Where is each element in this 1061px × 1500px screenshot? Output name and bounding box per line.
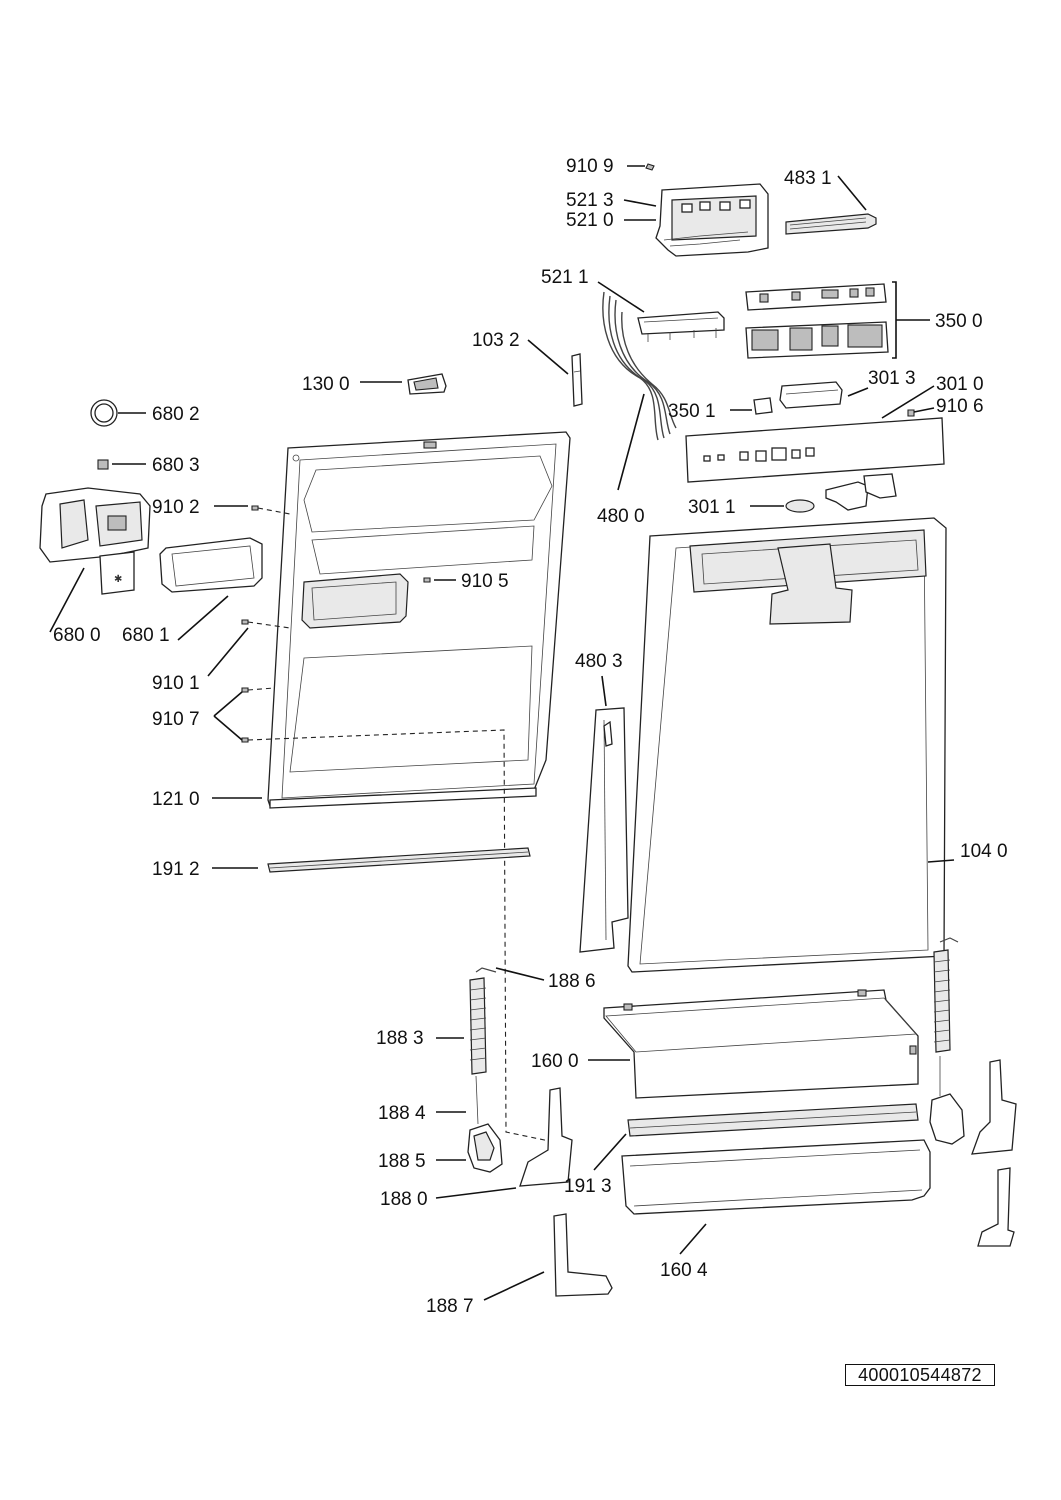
seal-strip-1912[interactable] xyxy=(267,847,531,873)
inner-door-1210[interactable] xyxy=(267,431,571,809)
hinge-cover-1887[interactable] xyxy=(553,1213,613,1297)
label-4800: 480 0 xyxy=(597,506,645,527)
seal-strip-1913[interactable] xyxy=(627,1103,919,1137)
label-9101: 910 1 xyxy=(152,673,200,694)
cable-channel-4803[interactable] xyxy=(579,707,629,953)
wires-4800[interactable] xyxy=(602,291,677,441)
label-9107: 910 7 xyxy=(152,709,200,730)
toe-kick-panel-1604[interactable] xyxy=(621,1139,931,1215)
cable-connector-5211[interactable] xyxy=(637,311,725,342)
label-1913: 191 3 xyxy=(564,1176,612,1197)
label-1886: 188 6 xyxy=(548,971,596,992)
label-6802: 680 2 xyxy=(152,404,200,425)
hinge-bracket-1880[interactable] xyxy=(519,1087,573,1187)
label-3010: 301 0 xyxy=(936,374,984,395)
gasket-6801[interactable] xyxy=(159,537,263,593)
label-3500: 350 0 xyxy=(935,311,983,332)
screws-9107[interactable] xyxy=(241,687,555,1143)
part-labels: 910 9 521 3 521 0 483 1 521 1 350 0 103 … xyxy=(53,156,1008,1317)
label-5211: 521 1 xyxy=(541,267,589,288)
hinge-1885[interactable] xyxy=(467,1123,503,1173)
label-4831: 483 1 xyxy=(784,168,832,189)
screw-9106[interactable] xyxy=(907,409,915,417)
label-1032: 103 2 xyxy=(472,330,520,351)
label-9106: 910 6 xyxy=(936,396,984,417)
label-5213: 521 3 xyxy=(566,190,614,211)
label-1912: 191 2 xyxy=(152,859,200,880)
label-1040: 104 0 xyxy=(960,841,1008,862)
label-9109: 910 9 xyxy=(566,156,614,177)
label-1600: 160 0 xyxy=(531,1051,579,1072)
label-1210: 121 0 xyxy=(152,789,200,810)
label-9102: 910 2 xyxy=(152,497,200,518)
label-1887: 188 7 xyxy=(426,1296,474,1317)
label-1880: 188 0 xyxy=(380,1189,428,1210)
screw-9109[interactable] xyxy=(645,163,655,171)
label-1885: 188 5 xyxy=(378,1151,426,1172)
logo-badge-3011[interactable] xyxy=(785,499,815,513)
label-1300: 130 0 xyxy=(302,374,350,395)
left-spring-right-side[interactable] xyxy=(929,937,965,1145)
outer-door-1040[interactable] xyxy=(627,517,947,973)
bracket-1032[interactable] xyxy=(571,353,583,407)
svg-text:✱: ✱ xyxy=(114,574,122,585)
wire-harness-4831[interactable] xyxy=(785,213,877,235)
label-1883: 188 3 xyxy=(376,1028,424,1049)
gasket-6802[interactable] xyxy=(90,399,118,427)
power-board-3500[interactable] xyxy=(745,281,897,359)
screw-9105[interactable] xyxy=(423,577,431,583)
light-guide-3501[interactable] xyxy=(753,397,773,415)
label-6803: 680 3 xyxy=(152,455,200,476)
button-set-3013[interactable] xyxy=(779,381,843,409)
label-3501: 350 1 xyxy=(668,401,716,422)
door-lock-1300[interactable] xyxy=(407,373,447,395)
spring-1883[interactable] xyxy=(469,967,497,1125)
toe-kick-support-1600[interactable] xyxy=(603,989,919,1099)
screw-9101[interactable] xyxy=(241,619,291,629)
screw-9102[interactable] xyxy=(251,505,291,515)
dispenser-6800[interactable]: ✱ xyxy=(39,487,151,595)
label-6801: 680 1 xyxy=(122,625,170,646)
electronic-module-5210[interactable] xyxy=(655,183,769,257)
leader-lines xyxy=(49,165,955,1301)
label-6800: 680 0 xyxy=(53,625,101,646)
reference-number-box: 400010544872 xyxy=(845,1364,995,1386)
label-1604: 160 4 xyxy=(660,1260,708,1281)
label-3013: 301 3 xyxy=(868,368,916,389)
label-4803: 480 3 xyxy=(575,651,623,672)
label-9105: 910 5 xyxy=(461,571,509,592)
label-1884: 188 4 xyxy=(378,1103,426,1124)
label-3011: 301 1 xyxy=(688,497,736,518)
clip-6803[interactable] xyxy=(97,459,109,470)
control-panel-3010[interactable] xyxy=(685,417,945,511)
right-hinge-bracket[interactable] xyxy=(971,1059,1017,1247)
label-5210: 521 0 xyxy=(566,210,614,231)
